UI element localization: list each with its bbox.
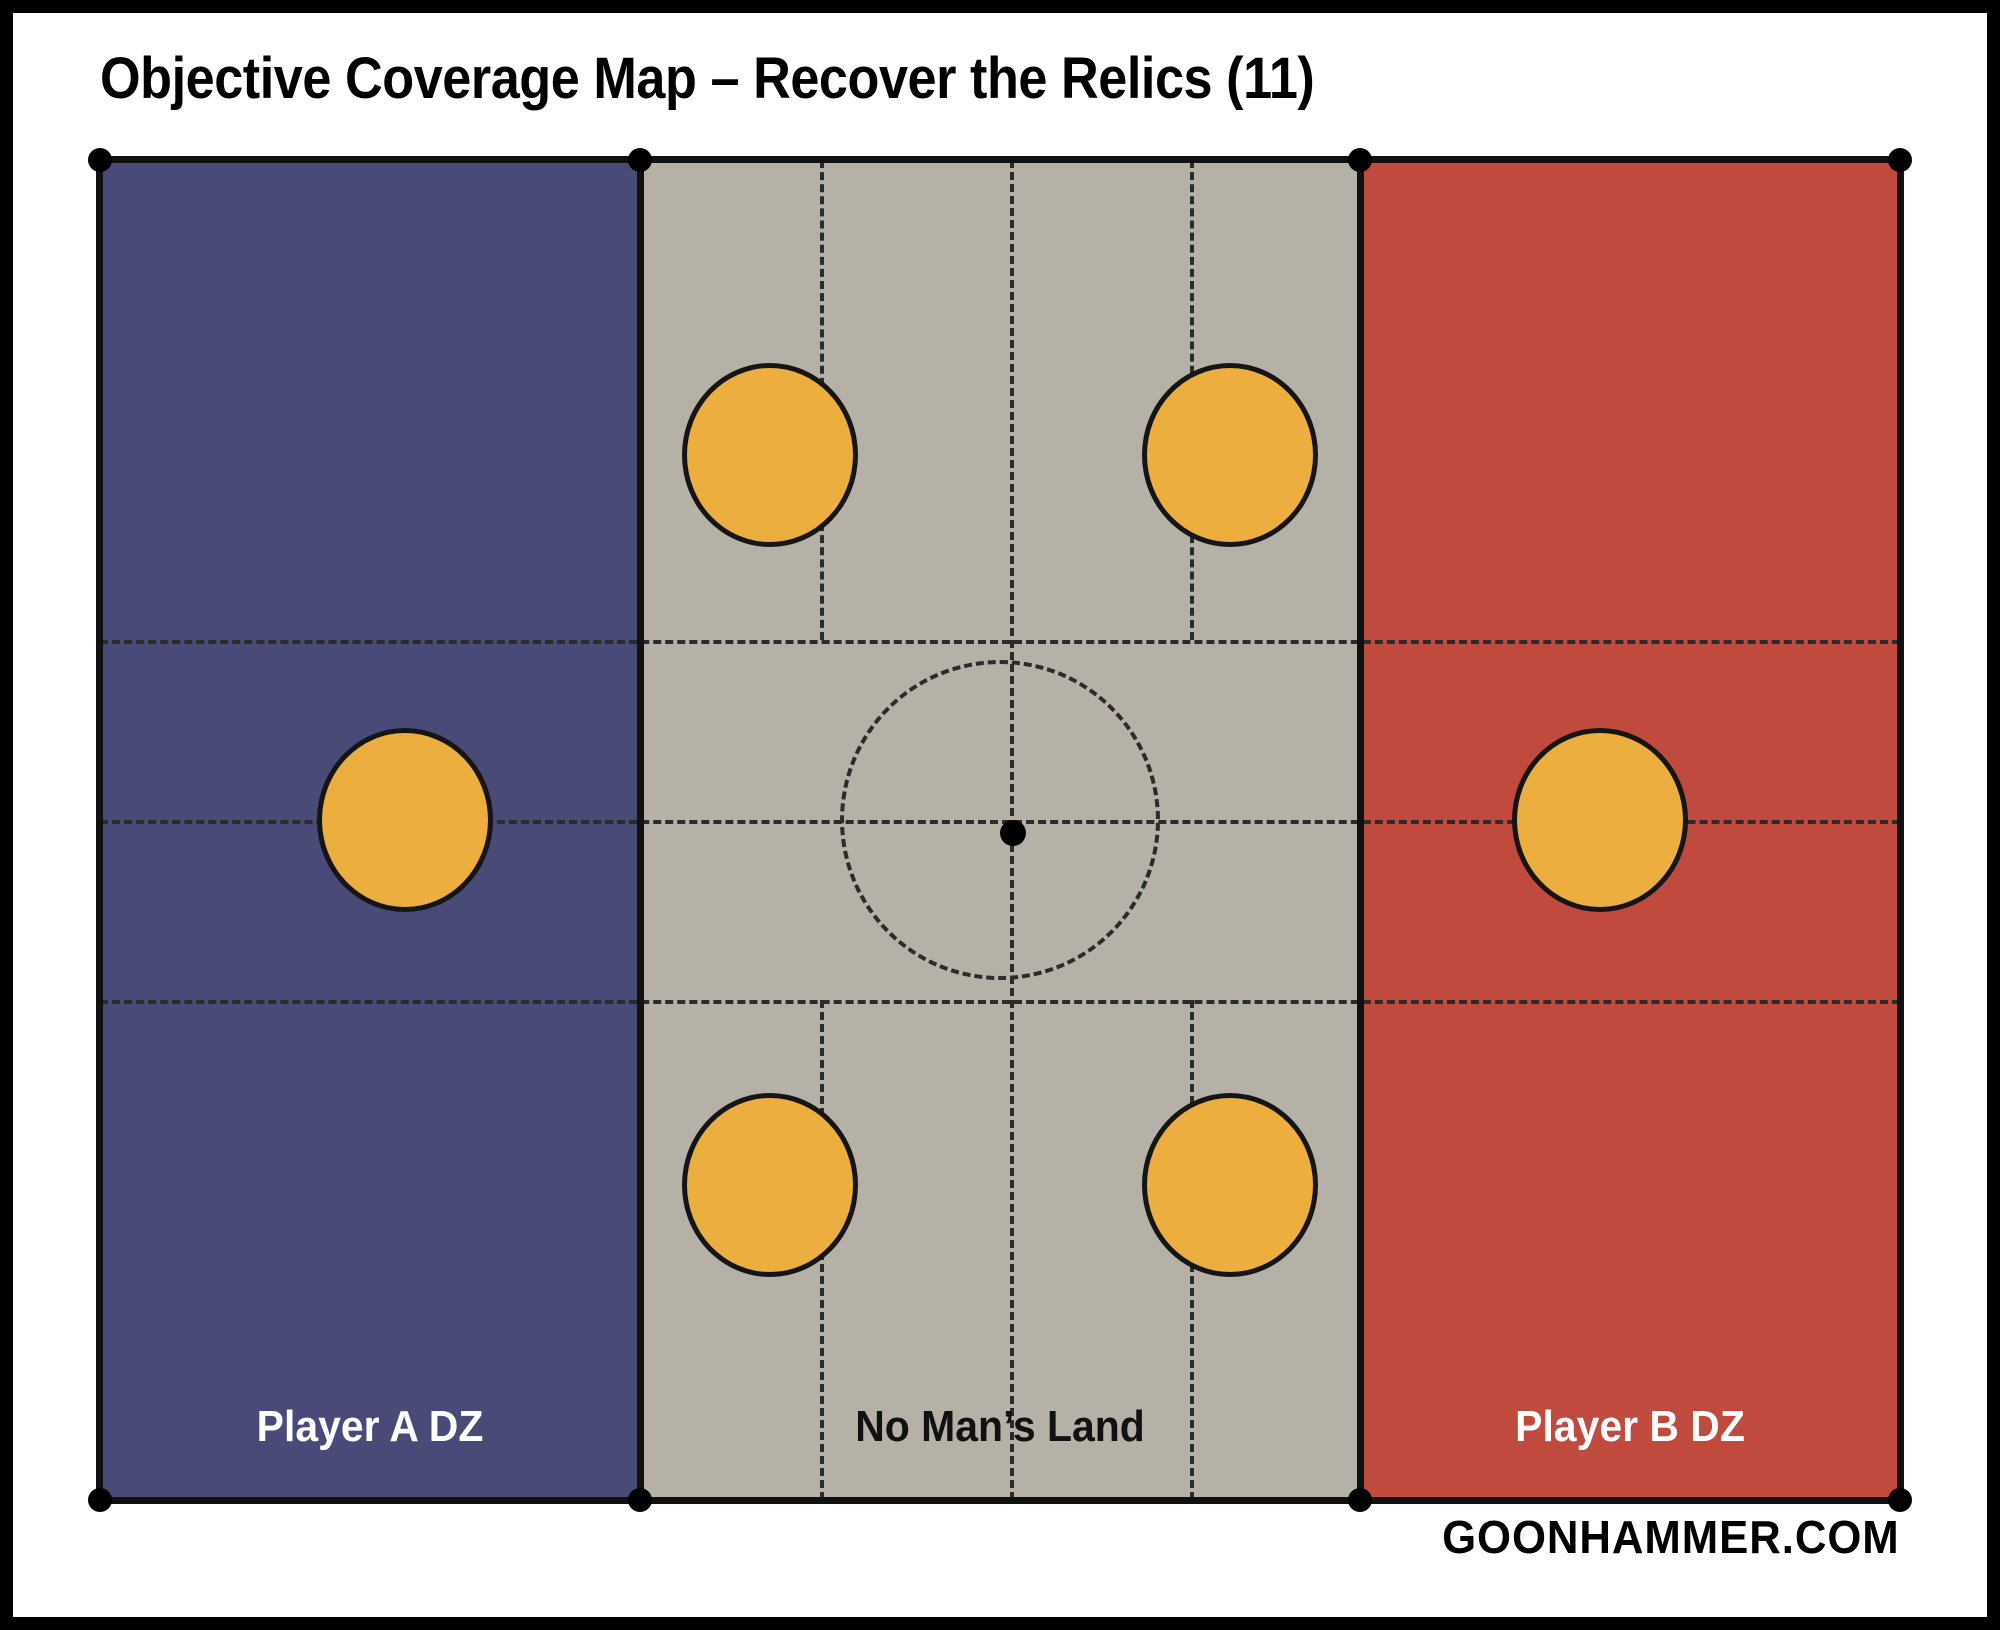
objective-marker-4[interactable] [1512,728,1688,912]
page-title: Objective Coverage Map – Recover the Rel… [100,46,1315,111]
horizontal-guide-lower [100,1000,1900,1004]
objective-marker-6[interactable] [1142,1093,1318,1277]
horizontal-guide-upper [100,640,1900,644]
board-edge-left [96,160,103,1500]
dz-boundary-a [637,160,644,1500]
watermark-credit: GOONHAMMER.COM [1442,1511,1900,1563]
corner-marker-t-dzb [1348,148,1372,172]
zone-label-no-mans-land: No Man’s Land [855,1402,1145,1451]
corner-marker-br [1888,1488,1912,1512]
zone-label-player-b-dz: Player B DZ [1515,1402,1745,1451]
board-edge-right [1897,160,1904,1500]
corner-marker-tl [88,148,112,172]
board-edge-bottom [100,1497,1900,1504]
objective-marker-5[interactable] [682,1093,858,1277]
corner-marker-b-dzb [1348,1488,1372,1512]
center-point-marker [1000,820,1026,846]
board-edge-top [100,156,1900,163]
board-map: Player A DZ No Man’s Land Player B DZ [88,148,1912,1512]
corner-marker-t-dza [628,148,652,172]
center-objective-circle [840,660,1160,980]
dz-boundary-b [1357,160,1364,1500]
zone-label-player-a-dz: Player A DZ [256,1402,484,1451]
corner-marker-b-dza [628,1488,652,1512]
objective-marker-3[interactable] [317,728,493,912]
objective-marker-2[interactable] [1142,363,1318,547]
corner-marker-tr [1888,148,1912,172]
objective-marker-1[interactable] [682,363,858,547]
corner-marker-bl [88,1488,112,1512]
